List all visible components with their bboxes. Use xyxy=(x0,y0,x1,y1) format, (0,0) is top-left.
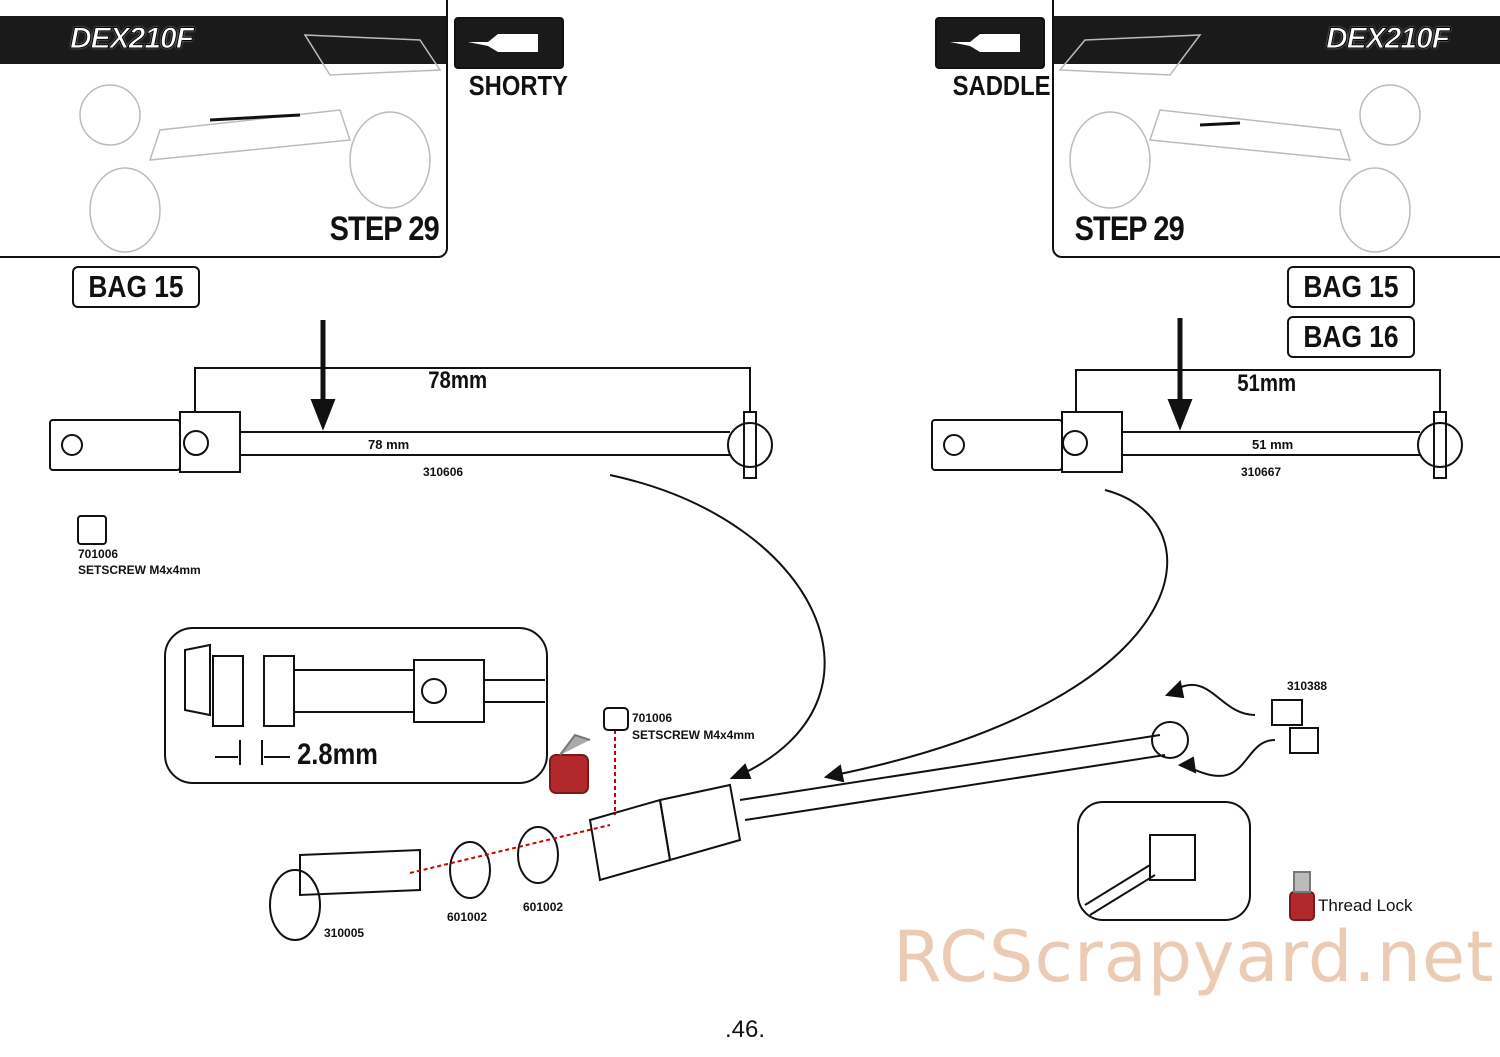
right-bag-15: BAG 15 xyxy=(1287,266,1415,308)
right-logo: DEX210F xyxy=(1325,22,1450,56)
gear-part: 310005 xyxy=(324,926,365,940)
clip-part: 310388 xyxy=(1287,679,1328,693)
saddle-label: SADDLE xyxy=(952,70,1051,101)
bearing-1 xyxy=(449,841,491,899)
left-length-dimension: 78mm xyxy=(428,367,488,394)
left-bag-15-label: BAG 15 xyxy=(88,269,184,304)
setscrew-name: SETSCREW M4x4mm xyxy=(632,728,755,742)
watermark: RCScrapyard.net xyxy=(893,916,1495,998)
gap-dimension: 2.8mm xyxy=(297,738,378,771)
thread-lock-bottle-icon xyxy=(549,754,589,794)
right-car-illustration xyxy=(1058,34,1421,253)
right-bag-15-label: BAG 15 xyxy=(1303,269,1399,304)
shorty-label: SHORTY xyxy=(468,70,568,101)
right-step-title: STEP 29 xyxy=(1074,210,1185,248)
setscrew-icon xyxy=(77,515,107,545)
bearing-part-2: 601002 xyxy=(523,900,564,914)
left-car-illustration xyxy=(79,34,442,253)
left-shaft-part-number: 310606 xyxy=(423,465,464,479)
setscrew-legend-name: SETSCREW M4x4mm xyxy=(78,563,201,577)
right-header-band xyxy=(1054,16,1500,64)
clip-detail-inset xyxy=(1077,801,1251,921)
right-bag-16-label: BAG 16 xyxy=(1303,319,1399,354)
left-bag-15: BAG 15 xyxy=(72,266,200,308)
left-shaft-cup xyxy=(49,419,181,471)
bearing-part-1: 601002 xyxy=(447,910,488,924)
left-shaft-marking: 78 mm xyxy=(368,437,410,452)
setscrew-legend-part: 701006 xyxy=(78,547,119,561)
setscrew-part: 701006 xyxy=(632,711,673,725)
bearing-2 xyxy=(517,826,559,884)
left-header-band xyxy=(0,16,446,64)
left-logo: DEX210F xyxy=(69,22,194,56)
page-number: .46. xyxy=(725,1016,766,1043)
right-shaft-marking: 51 mm xyxy=(1252,437,1294,452)
detail-inset xyxy=(164,627,548,784)
bevel-gear xyxy=(269,869,321,941)
left-step-title: STEP 29 xyxy=(329,210,440,248)
right-shaft-part-number: 310667 xyxy=(1241,465,1282,479)
right-shaft-cup xyxy=(931,419,1063,471)
thread-lock-label: Thread Lock xyxy=(1318,896,1413,915)
right-length-dimension: 51mm xyxy=(1237,370,1297,397)
right-bag-16: BAG 16 xyxy=(1287,316,1415,358)
